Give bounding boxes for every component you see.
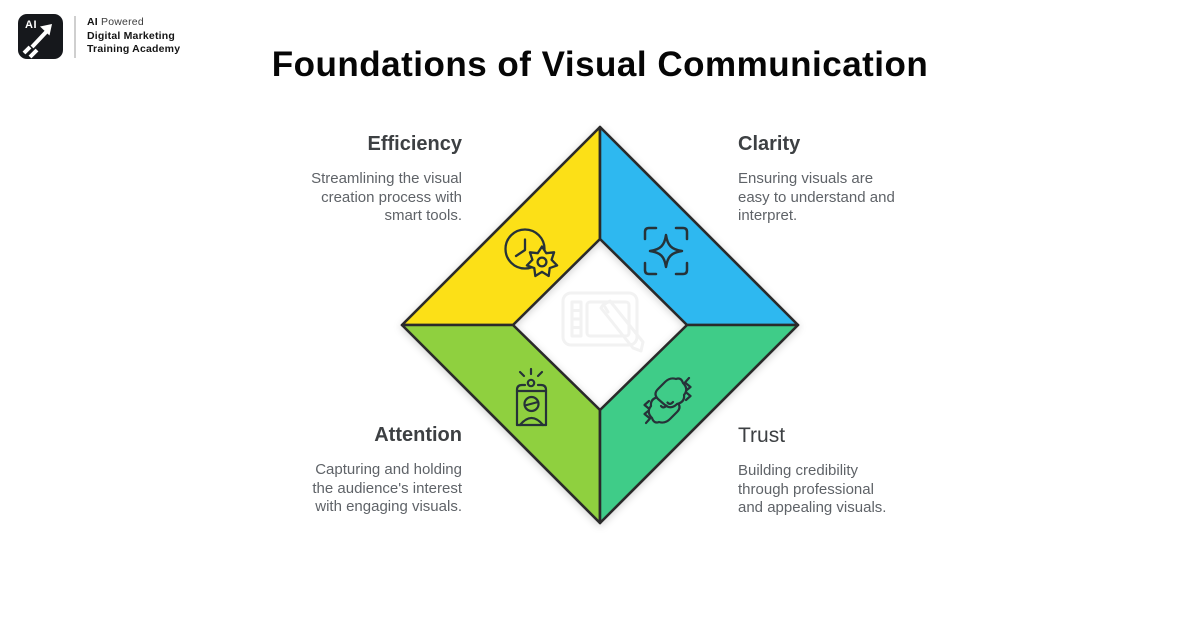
logo-name-line1: Digital Marketing — [87, 29, 175, 42]
sparkle-focus-icon — [643, 226, 689, 276]
efficiency-heading: Efficiency — [367, 133, 462, 155]
clarity-heading: Clarity — [738, 133, 801, 155]
diamond-shapes — [400, 125, 800, 525]
page-title: Foundations of Visual Communication — [271, 45, 929, 85]
clarity-description: Ensuring visuals are easy to understand … — [738, 170, 895, 224]
person-spotlight-icon — [515, 367, 548, 427]
attention-description: Capturing and holding the audience's int… — [312, 461, 462, 515]
clarity-text-block: Clarity Ensuring visuals are easy to und… — [738, 133, 903, 226]
brand-logo: AI AI Powered Digital Marketing Training… — [18, 14, 180, 59]
attention-quadrant-shape — [400, 323, 602, 525]
clock-gear-icon — [504, 228, 559, 278]
logo-badge-text: AI — [25, 19, 37, 31]
fist-bump-icon — [643, 376, 692, 425]
logo-name-line2: Training Academy — [87, 43, 181, 56]
trust-description: Building credibility through professiona… — [738, 462, 887, 516]
attention-text-block: Attention Capturing and holding the audi… — [297, 424, 462, 517]
clarity-quadrant-shape — [598, 125, 800, 327]
trust-text-block: Trust Building credibility through profe… — [738, 424, 903, 518]
drawing-tablet-pen-icon — [561, 291, 645, 353]
efficiency-text-block: Efficiency Streamlining the visual creat… — [297, 133, 462, 226]
attention-heading: Attention — [374, 424, 462, 446]
efficiency-quadrant-shape — [400, 125, 602, 327]
growth-arrow-icon — [22, 24, 52, 59]
logo-divider — [74, 15, 76, 58]
trust-quadrant-shape — [598, 323, 800, 525]
logo-wordmark: AI Powered Digital Marketing Training Ac… — [87, 16, 180, 57]
efficiency-description: Streamlining the visual creation process… — [311, 170, 462, 224]
logo-tagline: AI Powered — [87, 16, 144, 29]
trust-heading: Trust — [738, 424, 786, 447]
logo-badge: AI — [18, 14, 63, 59]
